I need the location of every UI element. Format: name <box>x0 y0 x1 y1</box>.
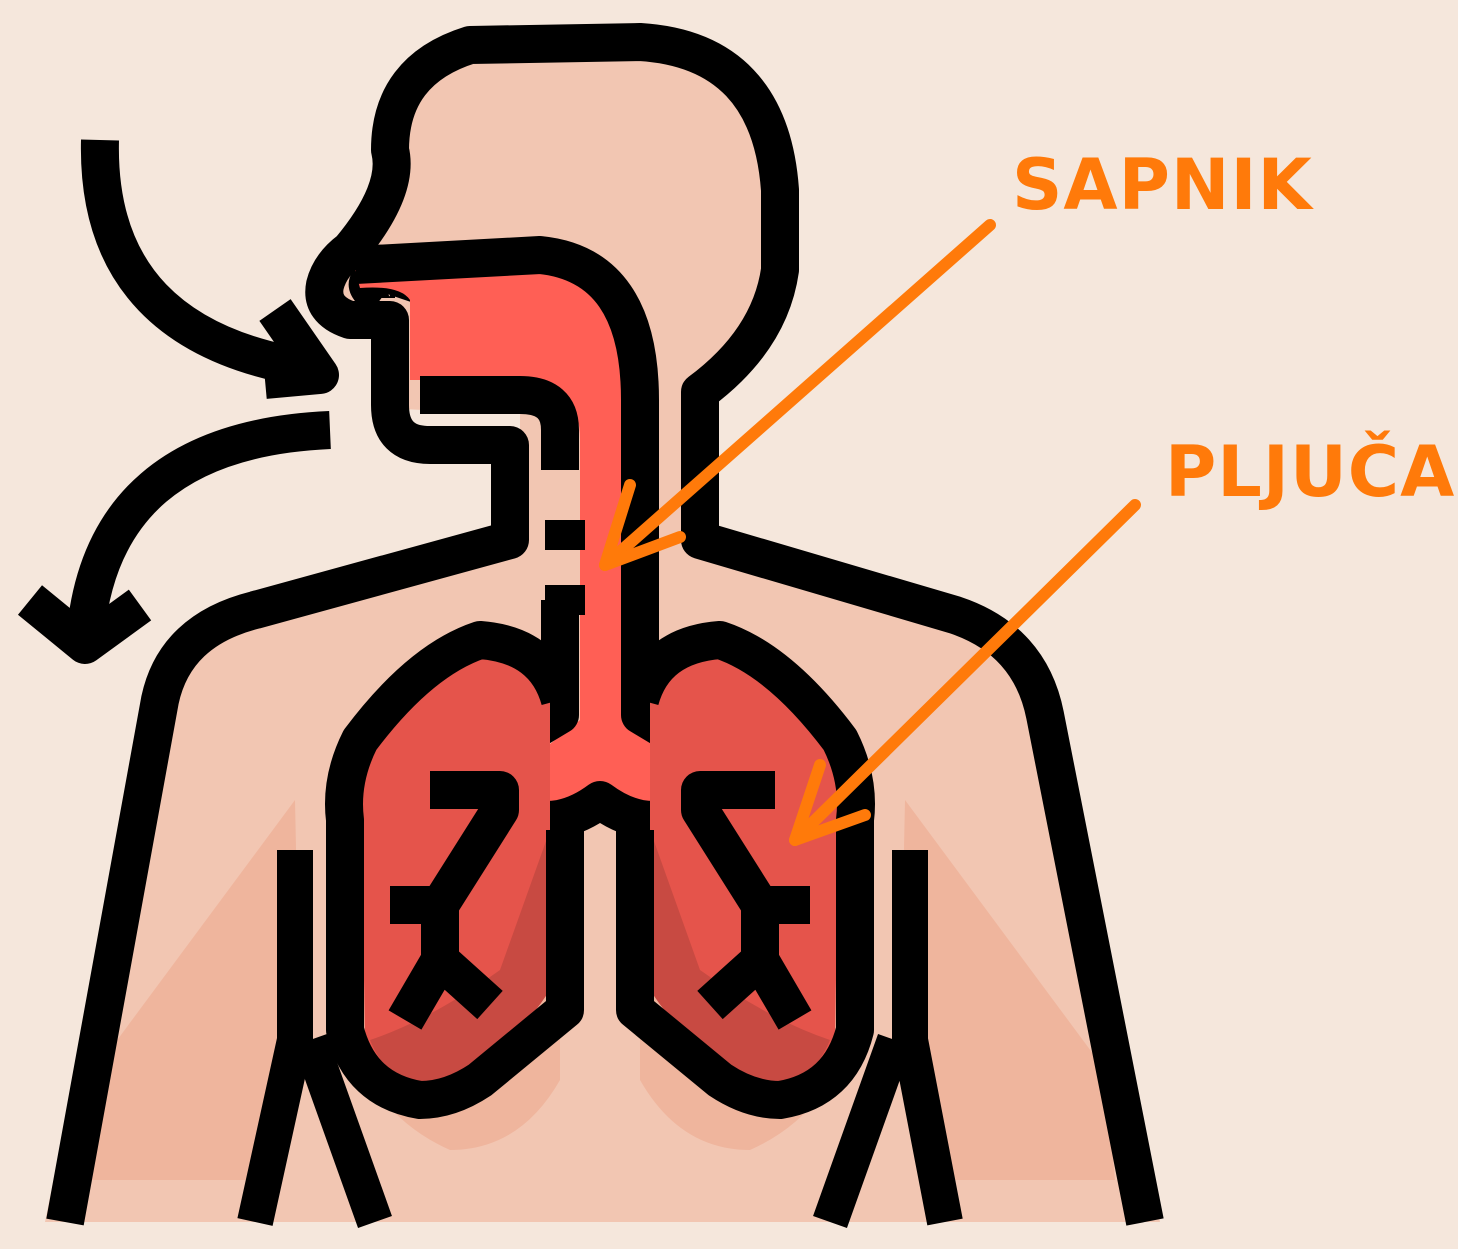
trachea-label: SAPNIK <box>1012 150 1313 220</box>
trachea-ring-2 <box>545 585 585 615</box>
lungs-label: PLJUČA <box>1165 437 1455 507</box>
trachea-ring-1 <box>545 520 585 550</box>
